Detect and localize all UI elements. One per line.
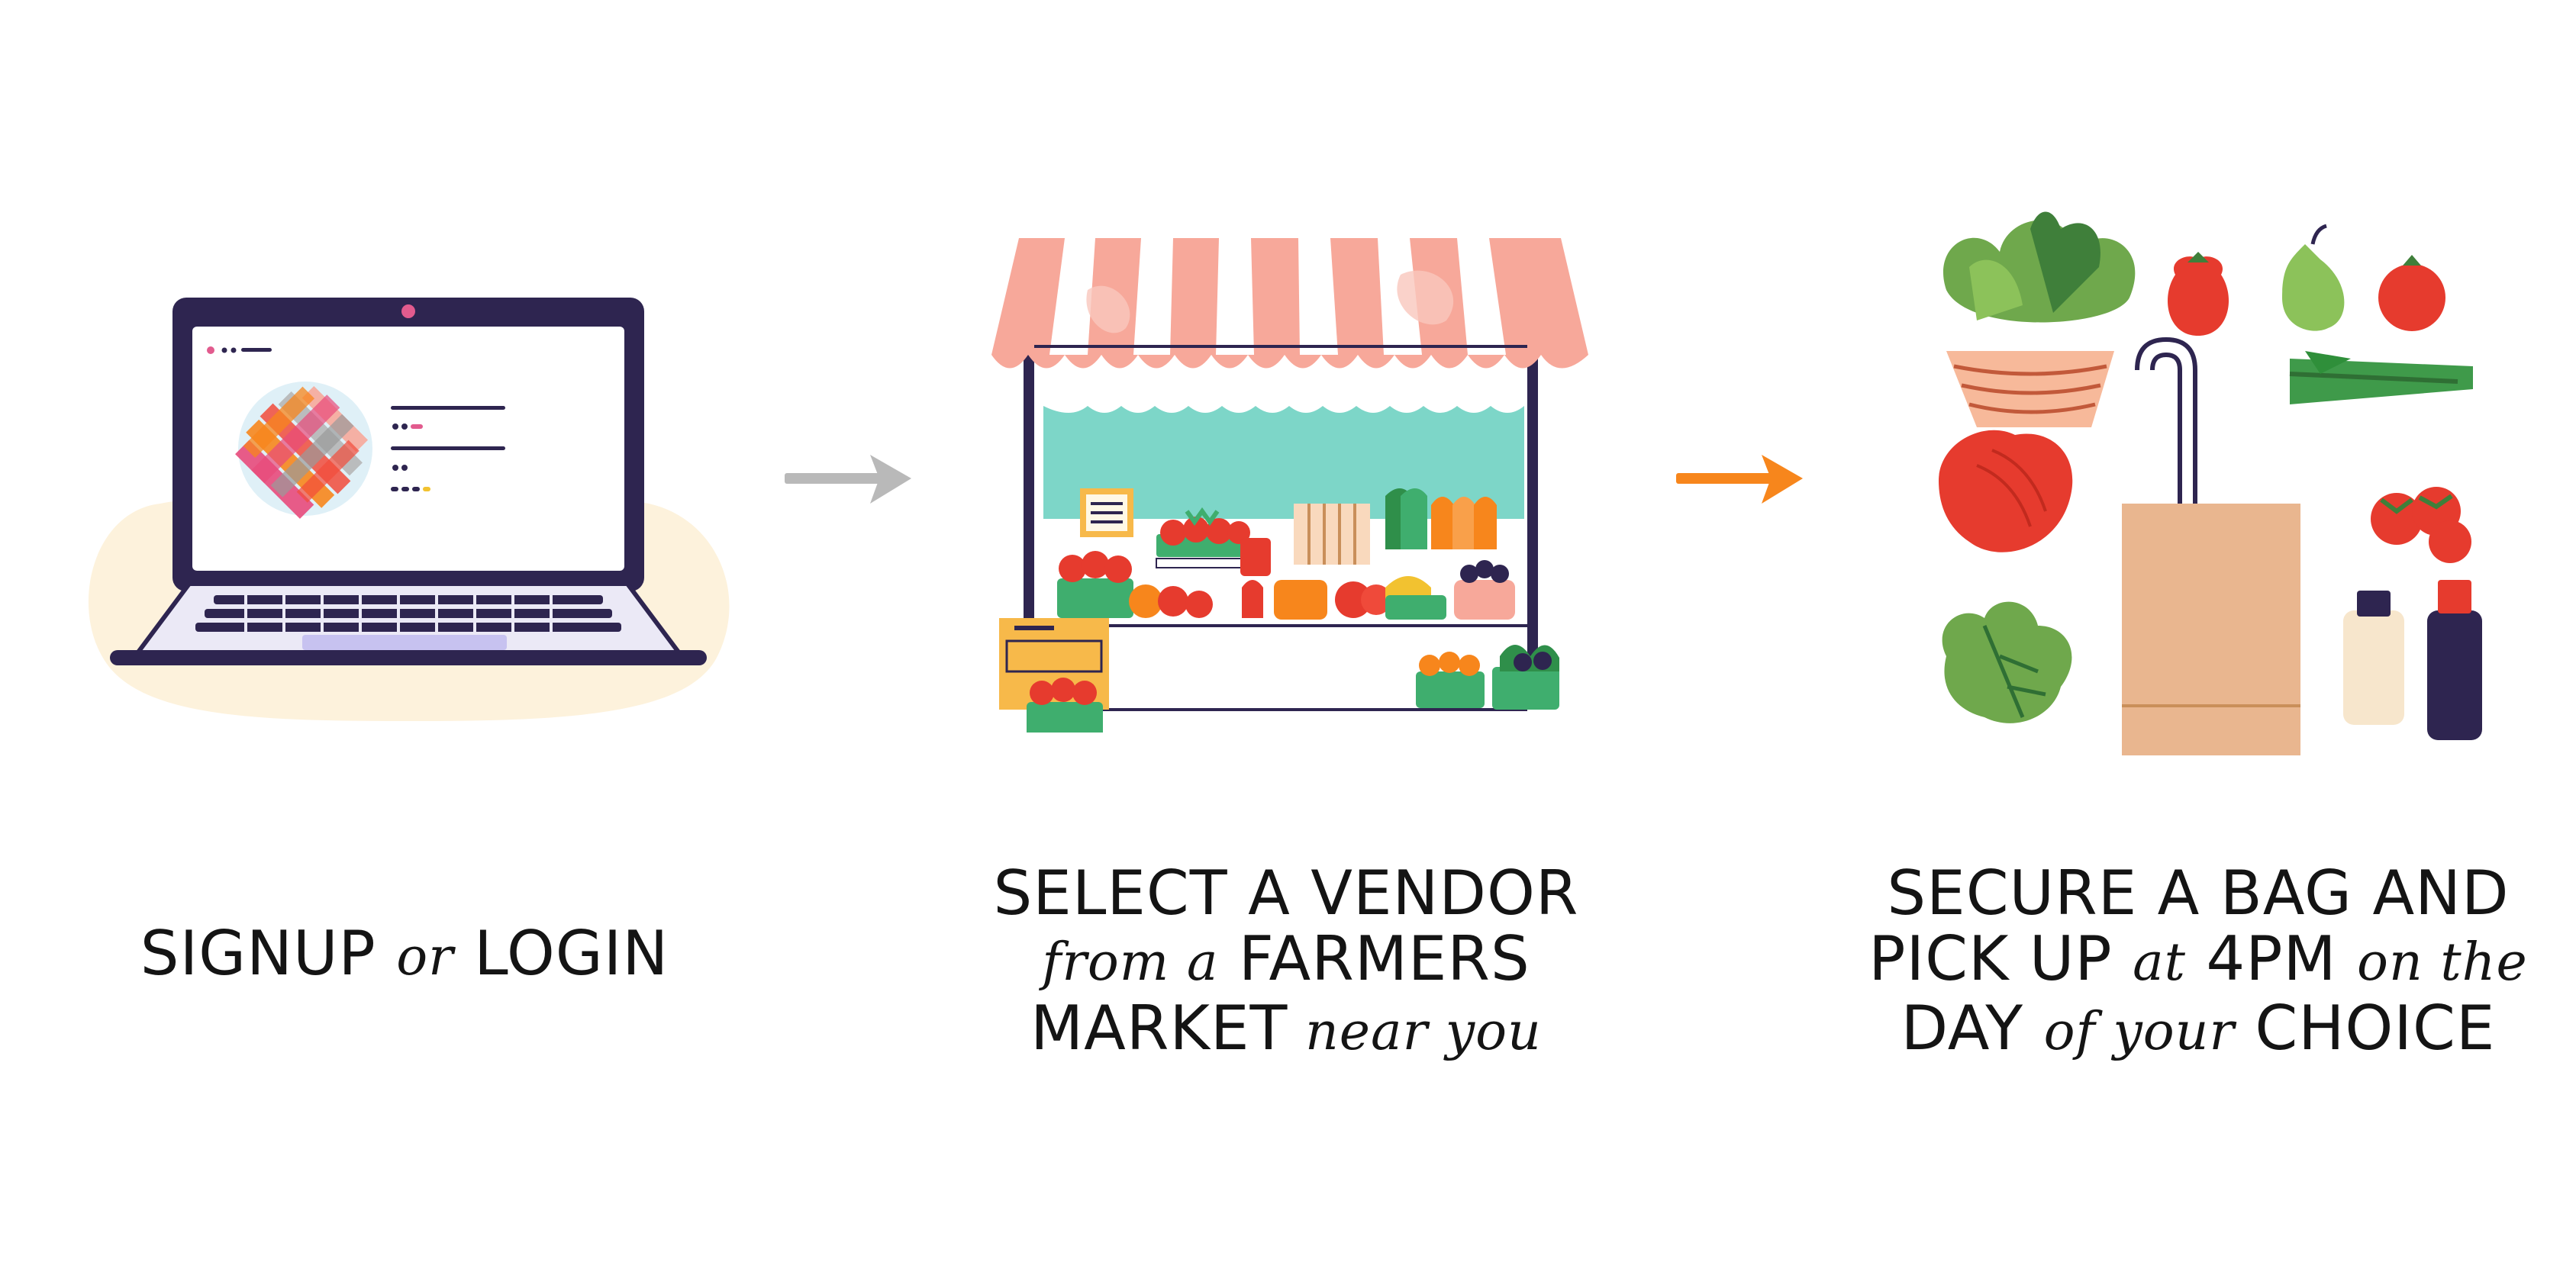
grocery-bag-icon <box>1939 211 2482 755</box>
caption-word: SECURE A BAG AND <box>1887 858 2510 929</box>
keyboard <box>195 595 621 632</box>
stall-awning <box>991 238 1588 369</box>
market-stall-icon <box>991 238 1588 733</box>
caption-line: SELECT A VENDOR <box>943 861 1630 926</box>
stall-produce <box>1057 488 1559 710</box>
caption-word: MARKET <box>1030 993 1288 1064</box>
caption-word: SELECT A VENDOR <box>993 858 1579 929</box>
paper-bag <box>2122 336 2300 755</box>
caption-word: PICK UP <box>1868 923 2133 994</box>
arrow-right-icon <box>1676 455 1803 504</box>
laptop-camera <box>401 304 415 318</box>
caption-word: DAY <box>1901 993 2044 1064</box>
caption-line: DAY of your CHOICE <box>1855 996 2542 1065</box>
caption-line: SIGNUP or LOGIN <box>61 921 748 990</box>
caption-word: or <box>396 927 454 987</box>
caption-word: FARMERS <box>1218 923 1530 994</box>
caption-word: LOGIN <box>453 918 669 989</box>
caption-line: SECURE A BAG AND <box>1855 861 2542 926</box>
caption-word: on the <box>2357 932 2528 993</box>
caption-word: 4PM <box>2185 923 2357 994</box>
caption-line: PICK UP at 4PM on the <box>1855 926 2542 996</box>
caption-word: of your <box>2043 1002 2235 1062</box>
caption-word: SIGNUP <box>140 918 397 989</box>
step-1-caption: SIGNUP or LOGIN <box>61 921 748 990</box>
caption-word: near you <box>1288 1002 1542 1062</box>
arrow-right-icon <box>785 455 911 504</box>
caption-word: CHOICE <box>2234 993 2496 1064</box>
caption-line: from a FARMERS <box>943 926 1630 996</box>
lettuce-basket <box>1943 211 2136 427</box>
laptop-icon <box>88 298 730 721</box>
laptop-trackpad <box>302 635 507 650</box>
caption-word: at <box>2133 932 2186 993</box>
step-3-caption: SECURE A BAG AND PICK UP at 4PM on the D… <box>1855 861 2542 1065</box>
caption-word: from a <box>1042 932 1219 993</box>
caption-line: MARKET near you <box>943 996 1630 1065</box>
step-2-caption: SELECT A VENDOR from a FARMERS MARKET ne… <box>943 861 1630 1065</box>
